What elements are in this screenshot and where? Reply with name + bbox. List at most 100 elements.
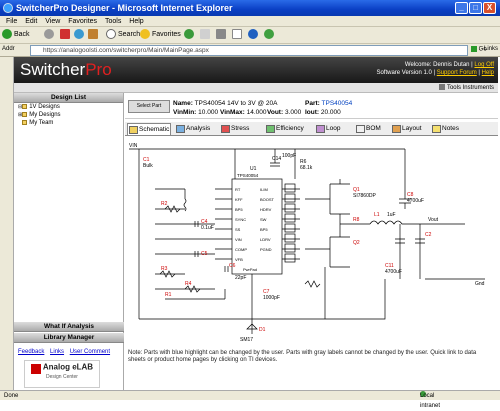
history-icon [184,29,194,40]
edit-button[interactable] [232,29,244,41]
links-button[interactable]: Links [484,46,499,52]
svg-text:C6: C6 [229,263,236,269]
star-icon [140,29,150,40]
refresh-icon [74,29,84,40]
svg-text:0.1uF: 0.1uF [201,225,214,231]
tab-stress[interactable]: Stress [220,123,256,135]
menu-tools[interactable]: Tools [105,18,122,25]
mail-button[interactable] [200,29,212,41]
address-input[interactable]: https://analogoolsti.com/switcherpro/Mai… [30,45,468,56]
svg-text:BOOST: BOOST [260,197,275,202]
tab-bar: Schematic Analysis Stress Efficiency Loo… [125,122,498,136]
analog-elab-logo[interactable]: Analog eLAB Design Center [24,360,100,388]
bluetooth-button[interactable] [248,29,260,41]
search-button[interactable]: Search [106,29,140,41]
tab-layout[interactable]: Layout [391,123,427,135]
messenger-icon [264,29,274,40]
go-button[interactable]: Go [471,46,487,53]
messenger-button[interactable] [264,29,276,41]
svg-text:R6: R6 [300,159,307,165]
go-arrow-icon [471,46,477,52]
bom-icon [356,125,365,133]
edit-icon [232,29,242,40]
refresh-button[interactable] [74,29,86,41]
ti-logo-icon [30,364,41,374]
svg-text:KFF: KFF [235,197,243,202]
tab-loop[interactable]: Loop [315,123,345,135]
software-version: Software Version 1.0 [376,70,432,76]
address-label: Addr [2,46,15,52]
stop-button[interactable] [60,29,72,41]
support-forum-link[interactable]: Support Forum [436,70,477,76]
svg-text:Vout: Vout [428,217,439,223]
menu-edit[interactable]: Edit [25,18,38,25]
close-button[interactable]: X [483,2,496,14]
logoff-link[interactable]: Log Off [474,62,494,68]
tree-item-myteam[interactable]: ⊞My Team [18,120,123,127]
folder-icon [22,120,28,126]
tab-schematic[interactable]: Schematic [127,123,171,135]
print-button[interactable] [216,29,228,41]
svg-text:VIN: VIN [235,237,242,242]
library-manager-section[interactable]: Library Manager [14,333,124,343]
help-link[interactable]: Help [481,70,494,76]
svg-text:4700uF: 4700uF [385,269,402,275]
history-button[interactable] [184,29,196,41]
svg-text:R1: R1 [165,292,172,298]
menu-file[interactable]: File [6,18,18,25]
sub-header: Tools Instruments [14,83,498,93]
svg-text:Q1: Q1 [353,187,360,193]
svg-text:BP5: BP5 [235,207,243,212]
favorites-button[interactable]: Favorites [140,29,181,41]
tab-notes[interactable]: Notes [431,123,465,135]
links-link[interactable]: Links [50,349,65,355]
menu-favorites[interactable]: Favorites [68,18,98,25]
mail-icon [200,29,210,40]
svg-text:SI7860DP: SI7860DP [353,193,376,199]
app-banner: SwitcherPro Welcome: Dennis Dutan | Log … [14,57,498,83]
svg-text:PGND: PGND [260,247,272,252]
minimize-button[interactable]: _ [455,2,468,14]
svg-text:1000pF: 1000pF [263,295,280,301]
svg-text:R8: R8 [353,217,360,223]
feedback-links-row: Feedback Links User Comment [14,346,118,358]
tab-analysis[interactable]: Analysis [175,123,215,135]
main-panel: Select Part Name: TPS40054 14V to 3V @ 2… [125,93,498,398]
tab-efficiency[interactable]: Efficiency [265,123,309,135]
print-icon [216,29,226,40]
vout-field: Vout: 3.000 [267,109,302,116]
svg-text:R3: R3 [161,266,168,272]
back-button[interactable]: Back [2,29,30,41]
home-icon [88,29,98,40]
home-button[interactable] [88,29,100,41]
schematic-diagram[interactable]: VIN C1 Bulk TPS40054 U1 C14 100pF R6 68.… [125,139,498,349]
select-part-button[interactable]: Select Part [128,100,170,113]
tab-bom[interactable]: BOM [355,123,385,135]
svg-text:PwrPad: PwrPad [243,267,257,272]
what-if-section[interactable]: What If Analysis [14,322,124,332]
welcome-text: Welcome: Dennis Dutan [404,62,470,68]
svg-text:C1: C1 [143,157,150,163]
part-info-row: Select Part Name: TPS40054 14V to 3V @ 2… [125,97,498,119]
vinmin-field: VinMin: 10.000 [173,109,219,116]
menu-view[interactable]: View [45,18,61,25]
forward-button[interactable] [44,29,56,41]
svg-text:C11: C11 [385,263,394,269]
tree-item-tidesigns[interactable]: ⊟1V Designs [18,104,60,111]
menu-help[interactable]: Help [129,18,144,25]
svg-text:68.1k: 68.1k [300,165,313,171]
forward-arrow-icon [44,29,54,40]
folder-icon [22,104,28,109]
tools-instruments-button[interactable]: Tools Instruments [439,84,494,92]
svg-text:LDRV: LDRV [260,237,271,242]
svg-text:22pF: 22pF [235,275,246,281]
back-arrow-icon [2,29,12,40]
maximize-button[interactable]: □ [469,2,482,14]
status-text: Done [4,393,19,399]
user-comment-link[interactable]: User Comment [69,349,111,355]
tree-item-mydesigns[interactable]: ⊞My Designs [18,112,61,119]
feedback-link[interactable]: Feedback [18,349,45,355]
part-name-field: Name: TPS40054 14V to 3V @ 20A [173,100,278,107]
svg-text:ILIM: ILIM [260,187,268,192]
svg-text:SYNC: SYNC [235,217,246,222]
